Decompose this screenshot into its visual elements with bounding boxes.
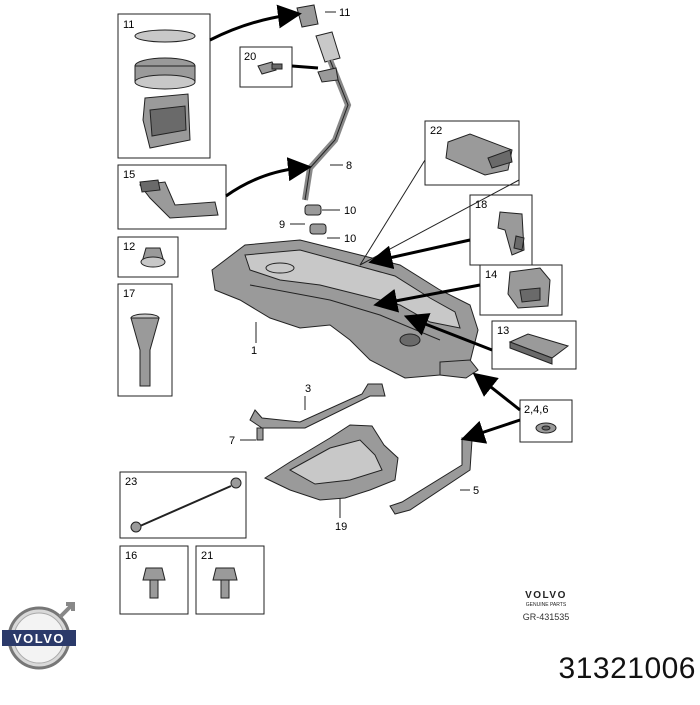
callout-7: 7 [229, 435, 235, 447]
callout-12: 12 [123, 241, 135, 253]
callout-13: 13 [497, 325, 509, 337]
callout-16: 16 [125, 550, 137, 562]
callout-23: 23 [125, 476, 137, 488]
box-18-clip[interactable]: 18 [469, 194, 533, 266]
callout-14: 14 [485, 269, 497, 281]
box-20-bolt[interactable]: 20 [239, 46, 293, 88]
callout-1: 1 [251, 345, 257, 357]
stamp-tagline: GENUINE PARTS [526, 602, 567, 608]
callout-22: 22 [430, 125, 442, 137]
callout-9: 9 [279, 219, 285, 231]
strap-5[interactable]: 5 [389, 437, 479, 515]
callout-21: 21 [201, 550, 213, 562]
callout-17: 17 [123, 288, 135, 300]
fuel-tank[interactable]: 1 [211, 239, 479, 379]
genuine-parts-stamp: VOLVO GENUINE PARTS GR-431535 [523, 590, 570, 622]
box-12-grommet[interactable]: 12 [117, 236, 179, 278]
box-16-bolt[interactable]: 16 [119, 545, 189, 615]
box-13-pad[interactable]: 13 [491, 320, 577, 370]
callout-10a: 10 [344, 205, 356, 217]
callout-19: 19 [335, 521, 347, 533]
callout-15: 15 [123, 169, 135, 181]
box-21-bolt[interactable]: 21 [195, 545, 265, 615]
callout-20: 20 [244, 51, 256, 63]
callout-11-top: 11 [339, 7, 350, 19]
box-2-4-6-washer[interactable]: 2,4,6 [519, 399, 573, 443]
box-22-module[interactable]: 22 [424, 120, 520, 186]
volvo-wordmark: VOLVO [13, 631, 65, 646]
part-number: 31321006 [558, 652, 696, 685]
box-11-fuel-pump[interactable]: 11 [117, 13, 211, 159]
pointer-arrows [209, 4, 521, 444]
callout-2-4-6: 2,4,6 [524, 404, 548, 416]
callout-10b: 10 [344, 233, 356, 245]
bolt-7[interactable]: 7 [229, 427, 264, 447]
box-14-pad[interactable]: 14 [479, 264, 563, 316]
volvo-logo: VOLVO [2, 602, 76, 670]
heat-shield-19[interactable]: 19 [263, 424, 399, 533]
callout-8: 8 [346, 160, 352, 172]
stamp-wordmark: VOLVO [525, 590, 567, 601]
box-15-bracket[interactable]: 15 [117, 164, 227, 230]
filler-neck-assembly[interactable]: 11 8 10 9 10 [279, 4, 356, 245]
callout-11-box: 11 [123, 19, 134, 31]
diagram-code: GR-431535 [523, 612, 570, 622]
box-23-ground-strap[interactable]: 23 [119, 471, 247, 539]
box-17-funnel[interactable]: 17 [117, 283, 173, 397]
callout-3: 3 [305, 383, 311, 395]
callout-5: 5 [473, 485, 479, 497]
strap-3[interactable]: 3 [249, 383, 386, 429]
